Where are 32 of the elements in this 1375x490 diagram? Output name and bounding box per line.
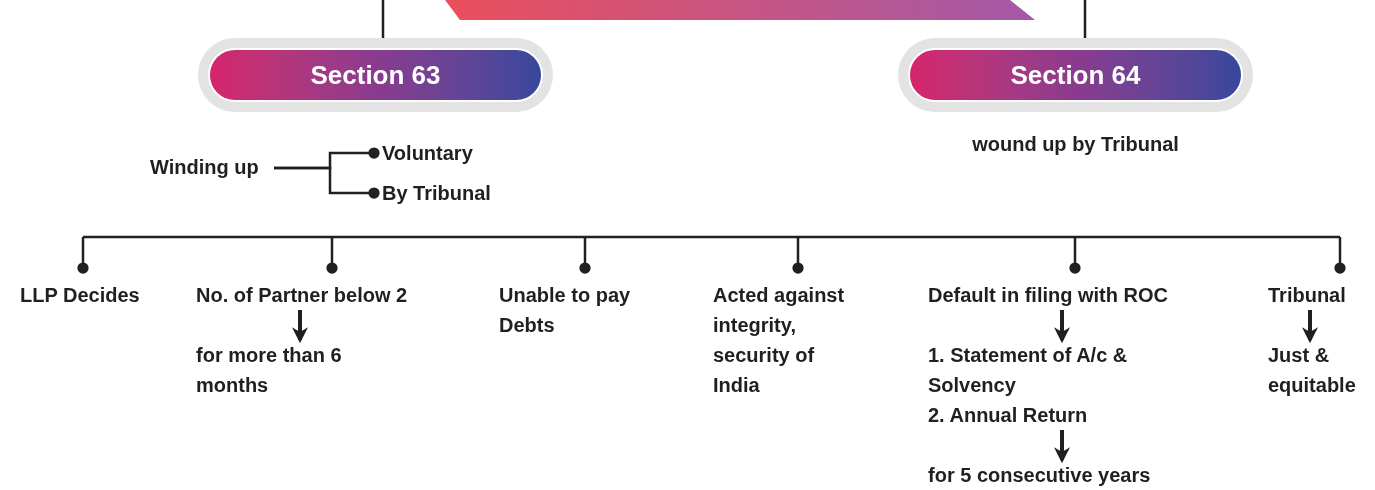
node-text: By Tribunal <box>382 178 522 208</box>
node-text: Acted against integrity, security of India <box>713 272 863 400</box>
down-arrow <box>1054 430 1070 464</box>
connector-line <box>381 0 385 38</box>
banner-shape <box>445 0 1035 20</box>
connector-line <box>579 237 591 274</box>
connector-line <box>1083 0 1087 38</box>
connector-line <box>77 237 89 274</box>
bus-line <box>83 235 1340 239</box>
caption-text: wound up by Tribunal <box>971 132 1180 157</box>
node-text: for more than 6 months <box>196 340 356 400</box>
section-label: Section 63 <box>208 48 543 102</box>
connector-line <box>1334 237 1346 274</box>
section-label: Section 64 <box>908 48 1243 102</box>
node-text: Tribunal <box>1268 272 1368 310</box>
node-text: Unable to pay Debts <box>499 272 669 340</box>
node-text: Default in filing with ROC <box>928 272 1218 310</box>
connector-line <box>792 237 804 274</box>
connector-line <box>1069 237 1081 274</box>
node-text: Winding up <box>150 152 270 182</box>
node-text: Just & equitable <box>1268 340 1373 400</box>
connector-line <box>326 237 338 274</box>
bracket-line <box>274 166 380 199</box>
node-text: LLP Decides <box>20 272 170 310</box>
node-text: Voluntary <box>382 138 512 168</box>
node-text: for 5 consecutive years <box>928 460 1188 490</box>
node-text: 2. Annual Return <box>928 400 1148 430</box>
down-arrow <box>1302 310 1318 344</box>
down-arrow <box>1054 310 1070 344</box>
node-text: 1. Statement of A/c & Solvency <box>928 340 1148 400</box>
down-arrow <box>292 310 308 344</box>
node-text: No. of Partner below 2 <box>196 272 456 310</box>
